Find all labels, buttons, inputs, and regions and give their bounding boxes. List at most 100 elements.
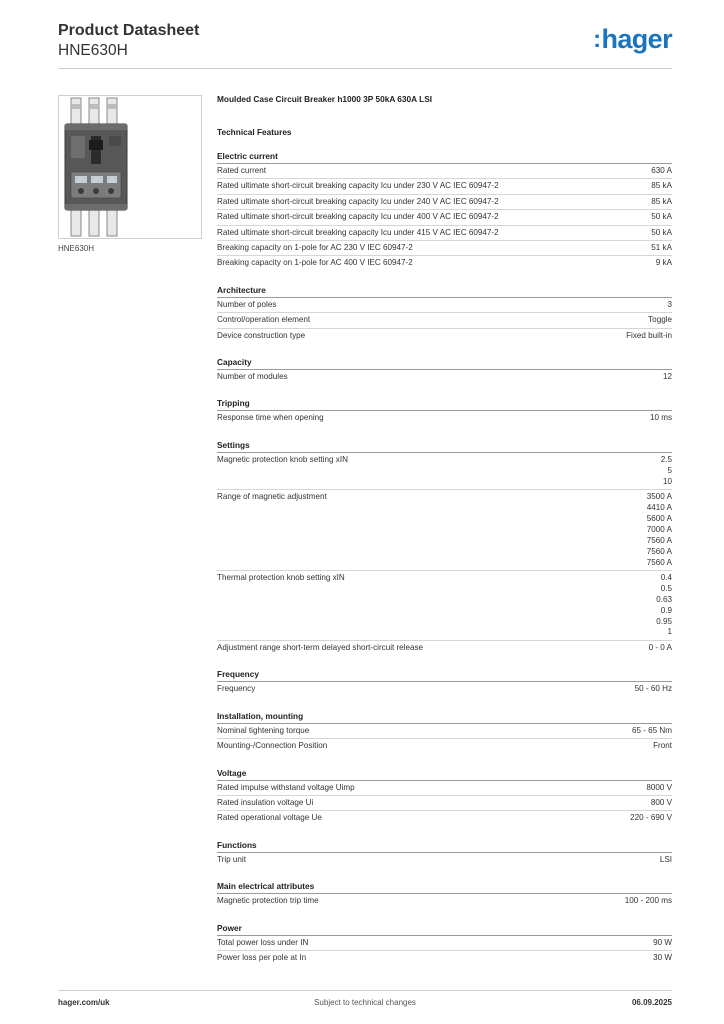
feature-value-line: 0.95 — [656, 616, 672, 626]
feature-value: Fixed built-in — [626, 330, 672, 340]
section-title: Functions — [217, 839, 672, 853]
technical-features-heading: Technical Features — [217, 127, 292, 137]
feature-value: 630 A — [651, 166, 672, 175]
feature-value-line: 0.63 — [656, 594, 672, 604]
feature-label: Rated ultimate short-circuit breaking ca… — [217, 181, 499, 191]
feature-row: Mounting-/Connection Position Front — [217, 739, 672, 753]
feature-label: Rated ultimate short-circuit breaking ca… — [217, 212, 499, 222]
feature-value: 8000 V — [646, 782, 672, 792]
feature-value: 85 kA — [651, 196, 672, 206]
feature-value-line: 7560 A — [646, 557, 672, 567]
feature-value: 12 — [662, 372, 672, 382]
feature-value: 3 — [667, 299, 672, 309]
feature-label: Trip unit — [217, 854, 246, 864]
section-title: Electric current — [217, 150, 672, 164]
datasheet-content: Moulded Case Circuit Breaker h1000 3P 50… — [217, 92, 672, 965]
feature-row: Rated ultimate short-circuit breaking ca… — [217, 210, 672, 226]
feature-row: Adjustment range short-term delayed shor… — [217, 641, 672, 655]
feature-label: Nominal tightening torque — [217, 725, 310, 735]
section-title: Frequency — [217, 668, 672, 683]
product-image — [58, 95, 202, 239]
feature-row: Rated ultimate short-circuit breaking ca… — [217, 226, 672, 242]
feature-label: Power loss per pole at In — [217, 952, 307, 962]
feature-row: Breaking capacity on 1-pole for AC 400 V… — [217, 256, 672, 270]
feature-label: Breaking capacity on 1-pole for AC 400 V… — [217, 258, 413, 268]
footer-note: Subject to technical changes — [314, 998, 416, 1007]
feature-label: Frequency — [217, 684, 256, 694]
feature-value: 50 kA — [651, 227, 672, 237]
feature-value-line: 2.5 — [660, 454, 672, 464]
section-title: Power — [217, 922, 672, 936]
product-description: Moulded Case Circuit Breaker h1000 3P 50… — [217, 94, 433, 104]
header-divider — [58, 68, 672, 69]
feature-value-line: 5 — [667, 465, 672, 475]
feature-value-line: 3500 A — [646, 492, 672, 502]
feature-value: 100 - 200 ms — [624, 896, 672, 906]
feature-value-line: 1 — [667, 627, 672, 637]
feature-row: Power loss per pole at In 30 W — [217, 951, 672, 965]
feature-label: Rated impulse withstand voltage Uimp — [217, 782, 355, 792]
feature-label: Mounting-/Connection Position — [217, 741, 328, 751]
feature-row: Nominal tightening torque 65 - 65 Nm — [217, 724, 672, 740]
feature-label: Breaking capacity on 1-pole for AC 230 V… — [217, 243, 413, 253]
section-title: Installation, mounting — [217, 710, 672, 724]
feature-value-line: 4410 A — [646, 503, 672, 512]
feature-value-line: 0.9 — [660, 605, 672, 615]
hager-logo: :hager — [593, 24, 673, 54]
feature-value: 51 kA — [651, 243, 672, 253]
feature-row: Device construction type Fixed built-in — [217, 329, 672, 343]
feature-value: 9 kA — [655, 258, 672, 268]
feature-value: 220 - 690 V — [630, 813, 672, 823]
feature-value: LSI — [659, 854, 672, 864]
feature-value: Front — [653, 741, 672, 751]
feature-label: Number of modules — [217, 372, 288, 382]
feature-label: Device construction type — [217, 330, 306, 340]
feature-value: 10 ms — [649, 413, 672, 423]
section-title: Main electrical attributes — [217, 880, 672, 895]
feature-label: Rated ultimate short-circuit breaking ca… — [217, 227, 499, 237]
feature-value: Toggle — [648, 315, 672, 325]
section-title: Voltage — [217, 767, 672, 781]
feature-value-line: 10 — [662, 476, 672, 486]
feature-label: Rated ultimate short-circuit breaking ca… — [217, 196, 499, 206]
footer-date: 06.09.2025 — [631, 998, 672, 1007]
feature-row: Rated ultimate short-circuit breaking ca… — [217, 179, 672, 195]
feature-row: Rated impulse withstand voltage Uimp 8000… — [217, 781, 672, 796]
section-title: Capacity — [217, 356, 672, 371]
feature-label: Magnetic protection knob setting xIN — [217, 454, 348, 464]
feature-row: Number of modules 12 — [217, 370, 672, 384]
feature-value: 65 - 65 Nm — [631, 725, 672, 735]
feature-row: Magnetic protection trip time 100 - 200 m… — [217, 894, 672, 908]
feature-row: Rated ultimate short-circuit breaking ca… — [217, 195, 672, 211]
feature-value-line: 7560 A — [646, 535, 672, 545]
product-code: HNE630H — [58, 42, 128, 59]
feature-value: 50 - 60 Hz — [634, 684, 672, 694]
page-footer: hager.com/uk Subject to technical change… — [58, 998, 672, 1010]
footer-website-link[interactable]: hager.com/uk — [58, 998, 110, 1007]
feature-row: Breaking capacity on 1-pole for AC 230 V… — [217, 241, 672, 257]
feature-label: Thermal protection knob setting xIN — [217, 572, 345, 582]
feature-value: 30 W — [653, 952, 672, 962]
product-image-caption: HNE630H — [58, 244, 95, 253]
feature-value: 90 W — [653, 937, 672, 947]
feature-label: Magnetic protection trip time — [217, 896, 319, 906]
section-title: Architecture — [217, 284, 672, 298]
feature-value: 0 - 0 A — [648, 642, 672, 652]
